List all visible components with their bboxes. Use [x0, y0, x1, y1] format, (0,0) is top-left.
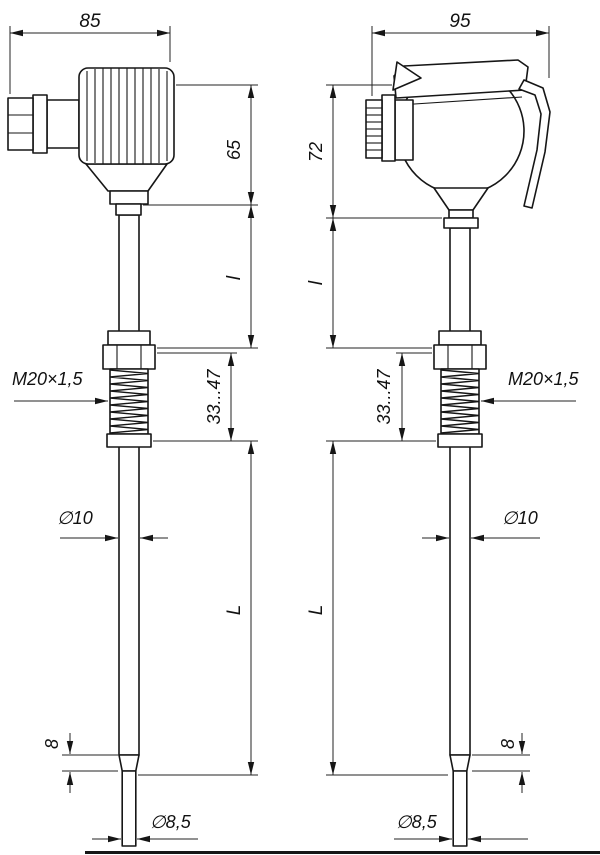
right-thread-label: M20×1,5 — [508, 369, 580, 389]
left-tip-step-label: 8 — [42, 739, 62, 749]
left-immersion-label: l — [224, 275, 245, 280]
right-immersion-label: l — [306, 280, 327, 285]
left-view-sensor — [7, 67, 175, 847]
left-head-width-label: 85 — [79, 11, 101, 32]
left-cable-gland-body — [46, 99, 80, 149]
right-cable-gland-ribs — [366, 107, 382, 151]
left-dim-immersion: l — [157, 205, 258, 349]
left-dim-tip-diameter: ∅8,5 — [92, 812, 198, 843]
right-tip-step-label: 8 — [498, 739, 518, 749]
right-lid-hinge — [392, 61, 422, 91]
left-dim-head-height: 65 — [143, 84, 258, 206]
left-tip-diameter-label: ∅8,5 — [150, 812, 192, 832]
left-dim-tube-diameter: ∅10 — [57, 508, 168, 542]
right-dim-tube-diameter: ∅10 — [422, 508, 540, 542]
right-head-height-label: 72 — [306, 142, 326, 162]
left-tube-diameter-label: ∅10 — [57, 508, 93, 528]
right-dim-tip-step: 8 — [472, 733, 530, 793]
right-tip-diameter-label: ∅8,5 — [396, 812, 438, 832]
right-mounting-fitting — [433, 330, 487, 448]
right-dim-head-width: 95 — [371, 11, 550, 96]
left-head-body — [85, 163, 168, 192]
left-fitting-range-label: 33...47 — [204, 368, 224, 424]
right-dim-thread: M20×1,5 — [481, 369, 580, 405]
right-fitting-range-label: 33...47 — [374, 368, 394, 424]
left-mounting-fitting — [102, 330, 156, 448]
right-dim-total-length: L — [306, 441, 448, 776]
right-total-length-label: L — [306, 605, 327, 616]
right-dim-immersion: l — [306, 218, 432, 349]
right-view-sensor — [365, 59, 551, 847]
left-dim-tip-step: 8 — [42, 733, 118, 793]
right-dim-fitting-range: 33...47 — [326, 352, 436, 442]
right-cable-gland-body — [394, 99, 414, 161]
left-thread-label: M20×1,5 — [12, 369, 84, 389]
left-dim-fitting-range: 33...47 — [153, 352, 258, 442]
right-protection-tube — [449, 227, 471, 847]
left-view-dimensions: 85 65 l 33...47 L M20×1,5 ∅ — [9, 11, 258, 843]
right-head-width-label: 95 — [449, 11, 471, 32]
right-tube-diameter-label: ∅10 — [502, 508, 538, 528]
left-connection-head — [7, 67, 175, 216]
right-view-dimensions: 95 72 l 33...47 L M20×1,5 ∅ — [306, 11, 580, 843]
right-head-neck — [433, 187, 489, 211]
right-lid-latch-lever — [518, 79, 551, 209]
right-dim-head-height: 72 — [306, 84, 442, 219]
left-protection-tube — [118, 214, 140, 847]
right-dim-tip-diameter: ∅8,5 — [394, 812, 528, 843]
left-dim-thread: M20×1,5 — [12, 369, 108, 405]
left-cable-gland-nut — [7, 97, 34, 151]
left-head-height-label: 65 — [224, 139, 244, 160]
left-dim-head-width: 85 — [9, 11, 171, 94]
left-dim-total-length: L — [138, 441, 258, 776]
right-connection-head — [365, 59, 551, 229]
left-head-cap-ribs — [86, 68, 168, 164]
left-total-length-label: L — [224, 605, 245, 616]
